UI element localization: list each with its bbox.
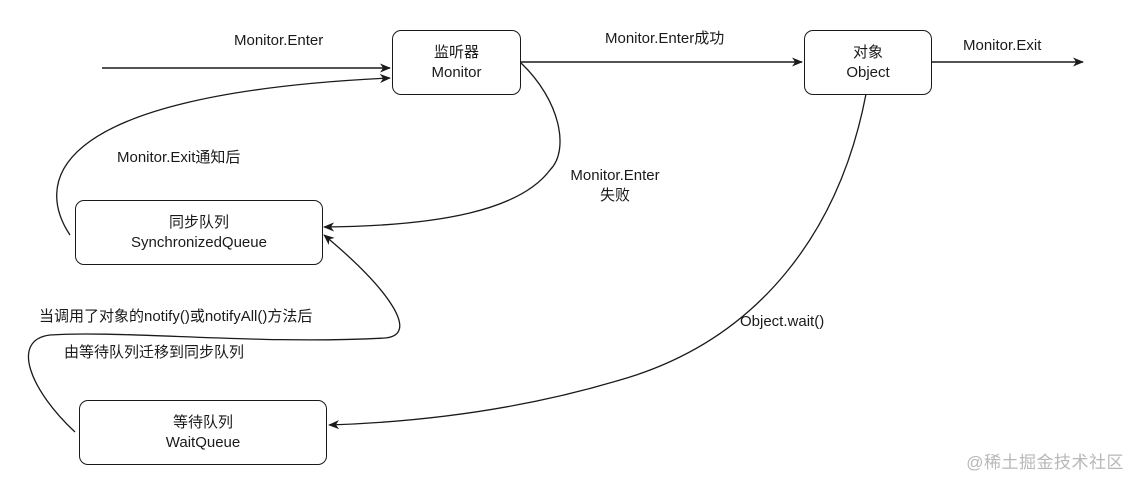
edge-enter-success-label: Monitor.Enter成功 [605, 30, 725, 47]
monitor-title-cn: 监听器 [433, 43, 479, 61]
edge-enter-fail [323, 62, 561, 232]
sync-queue-node[interactable]: 同步队列 SynchronizedQueue [75, 200, 323, 265]
wait-queue-title-en: WaitQueue [165, 433, 241, 451]
sync-queue-title-en: SynchronizedQueue [131, 233, 267, 251]
edge-wait-label: Object.wait() [740, 313, 825, 330]
edge-enter-fail-label-line1: Monitor.Enter [570, 167, 660, 184]
object-title-en: Object [846, 63, 890, 81]
watermark: @稀土掘金技术社区 [966, 453, 1124, 472]
sync-queue-title-cn: 同步队列 [168, 213, 229, 231]
edge-wait [328, 93, 867, 430]
wait-queue-title-cn: 等待队列 [172, 413, 233, 431]
edge-enter-label: Monitor.Enter [234, 32, 324, 49]
edge-exit-notify-label: Monitor.Exit通知后 [117, 149, 241, 166]
monitor-node[interactable]: 监听器 Monitor [392, 30, 521, 95]
edge-exit-label: Monitor.Exit [963, 37, 1042, 54]
edge-exit-notify [56, 73, 391, 236]
edge-notify [27, 234, 401, 433]
edge-enter-fail-label: Monitor.Enter 失败 [560, 166, 670, 206]
monitor-title-en: Monitor [431, 63, 482, 81]
edge-enter-fail-label-line2: 失败 [599, 187, 630, 204]
edge-notify-label-line2: 由等待队列迁移到同步队列 [64, 344, 245, 361]
object-node[interactable]: 对象 Object [804, 30, 932, 95]
wait-queue-node[interactable]: 等待队列 WaitQueue [79, 400, 327, 465]
edge-notify-label-line1: 当调用了对象的notify()或notifyAll()方法后 [39, 308, 313, 325]
object-title-cn: 对象 [852, 43, 883, 61]
